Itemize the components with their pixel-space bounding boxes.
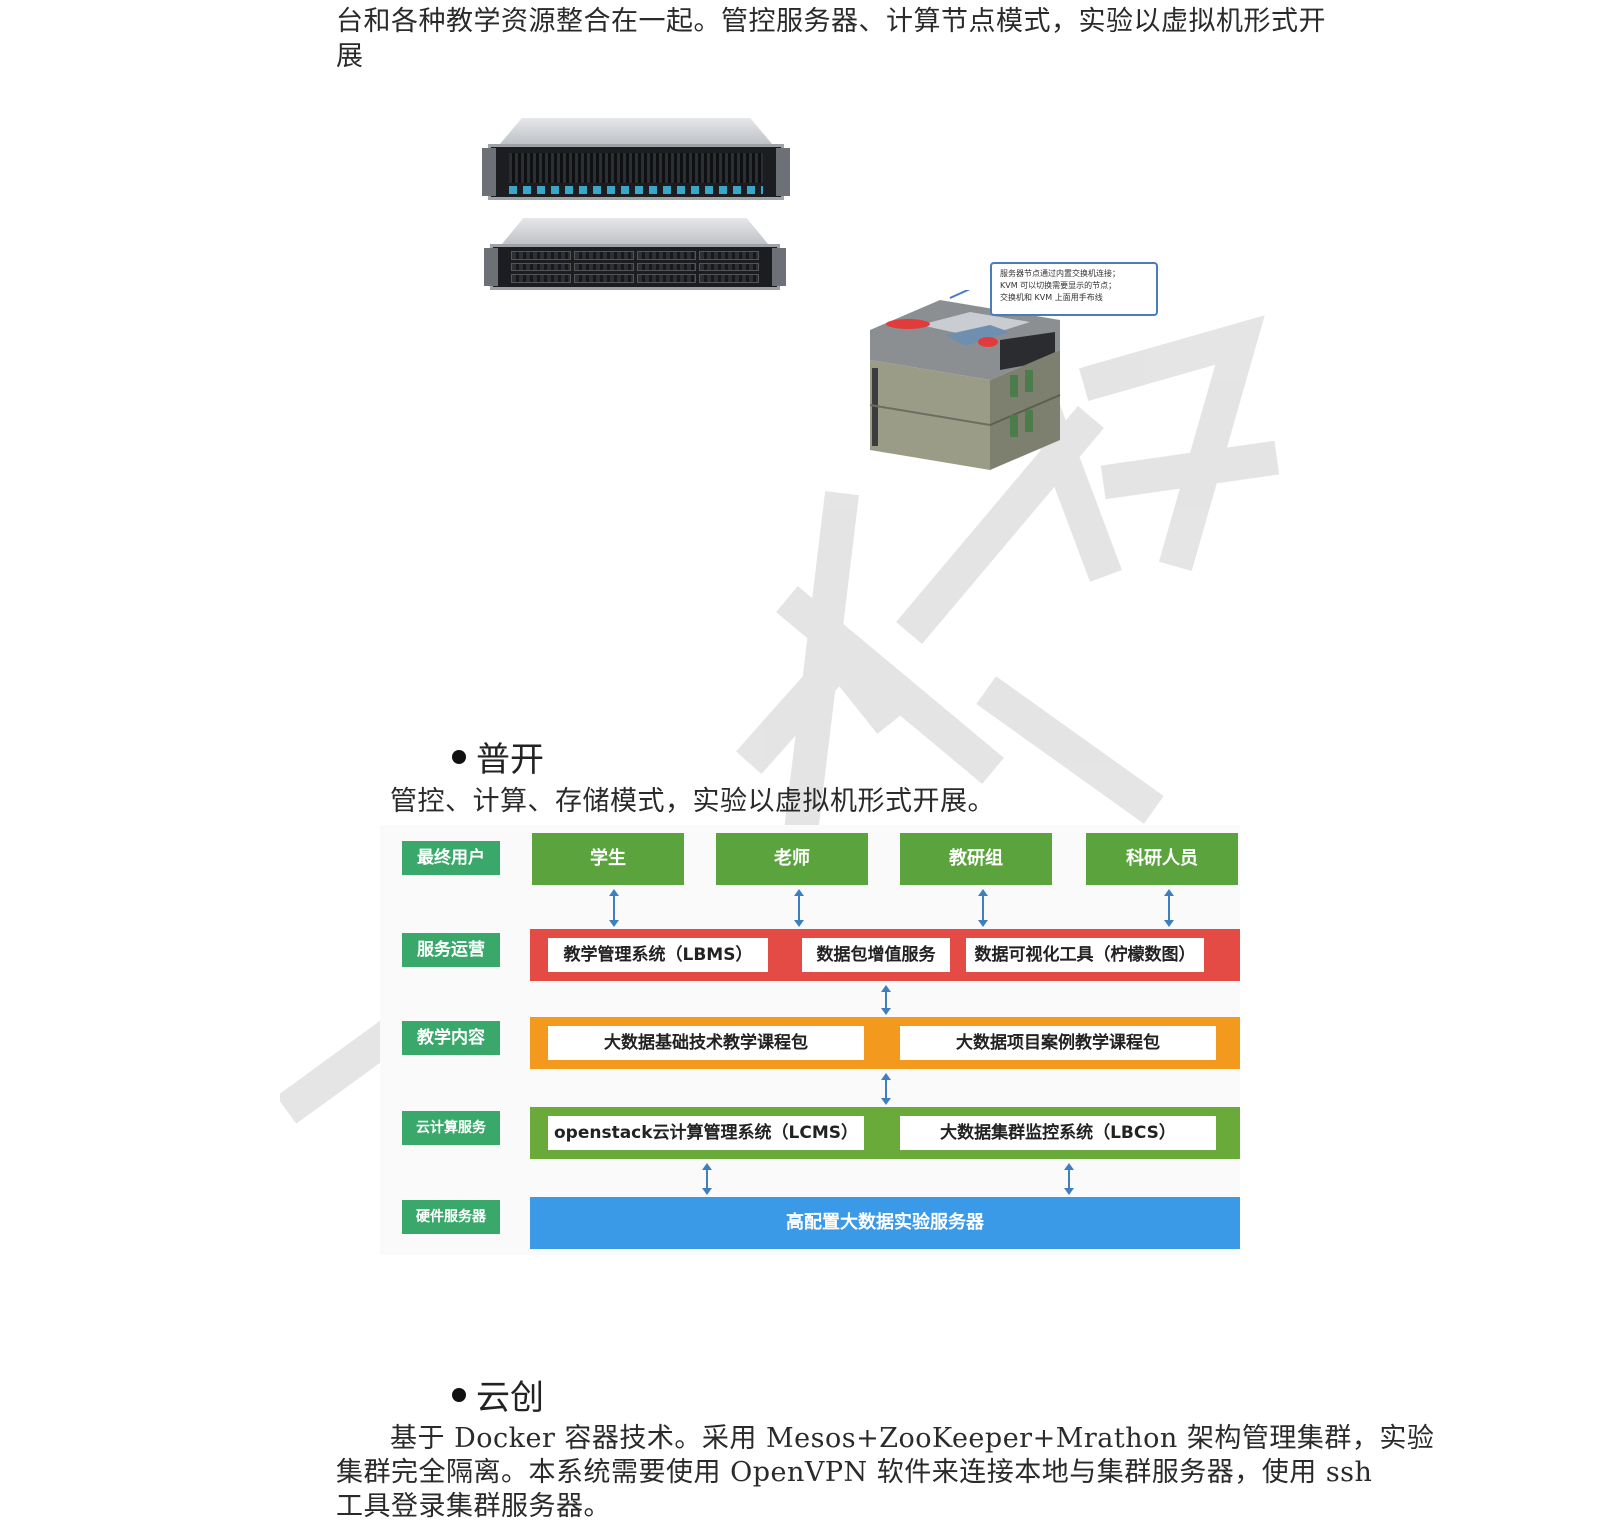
section-heading-yunchuang: 云创 [452, 1370, 544, 1419]
rack-server-image-1 [482, 118, 790, 200]
layer-label-end-users: 最终用户 [402, 841, 500, 875]
arrow-user-research-group [978, 889, 988, 927]
arrow-user-researcher [1164, 889, 1174, 927]
yunchuang-line-3: 工具登录集群服务器。 [336, 1491, 611, 1522]
chassis-image [869, 290, 1061, 470]
box-data-visualization: 数据可视化工具（柠檬数图） [966, 938, 1204, 972]
layer-label-hardware: 硬件服务器 [402, 1200, 500, 1234]
yunchuang-line-1: 基于 Docker 容器技术。采用 Mesos+ZooKeeper+Mratho… [390, 1423, 1435, 1454]
box-data-package-service: 数据包增值服务 [802, 938, 950, 972]
user-box-teacher: 老师 [716, 833, 868, 885]
user-box-student: 学生 [532, 833, 684, 885]
band-service-ops: 教学管理系统（LBMS） 数据包增值服务 数据可视化工具（柠檬数图） [530, 929, 1240, 981]
arrow-content-to-cloud [881, 1073, 891, 1105]
band-teaching-content: 大数据基础技术教学课程包 大数据项目案例教学课程包 [530, 1017, 1240, 1069]
chassis-callout: 服务器节点通过内置交换机连接； KVM 可以切换需要显示的节点； 交换机和 KV… [990, 262, 1158, 316]
section-title-pukai: 普开 [476, 740, 544, 780]
arrow-service-to-content [881, 985, 891, 1015]
yunchuang-line-2: 集群完全隔离。本系统需要使用 OpenVPN 软件来连接本地与集群服务器，使用 … [336, 1457, 1373, 1488]
callout-line-3: 交换机和 KVM 上面用手布线 [1000, 293, 1103, 302]
box-lcms: openstack云计算管理系统（LCMS） [548, 1116, 864, 1150]
box-basic-course-pack: 大数据基础技术教学课程包 [548, 1026, 864, 1060]
callout-line-2: KVM 可以切换需要显示的节点； [1000, 281, 1117, 290]
layer-label-cloud-services: 云计算服务 [402, 1111, 500, 1145]
rack-server-image-2 [484, 218, 786, 290]
intro-line-2: 展 [336, 41, 364, 72]
section-desc-pukai: 管控、计算、存储模式，实验以虚拟机形式开展。 [390, 786, 995, 817]
bullet-icon [452, 749, 466, 764]
arrow-user-student [609, 889, 619, 927]
bullet-icon [452, 1387, 466, 1402]
architecture-diagram: 最终用户 服务运营 教学内容 云计算服务 硬件服务器 学生 老师 教研组 科研人… [380, 825, 1240, 1255]
section-heading-pukai: 普开 [452, 732, 544, 781]
band-cloud-services: openstack云计算管理系统（LCMS） 大数据集群监控系统（LBCS） [530, 1107, 1240, 1159]
box-lbcs: 大数据集群监控系统（LBCS） [900, 1116, 1216, 1150]
callout-line-1: 服务器节点通过内置交换机连接； [1000, 269, 1120, 278]
intro-line-1: 台和各种教学资源整合在一起。管控服务器、计算节点模式，实验以虚拟机形式开 [336, 6, 1326, 37]
user-box-researcher: 科研人员 [1086, 833, 1238, 885]
layer-label-teaching-content: 教学内容 [402, 1021, 500, 1055]
box-project-course-pack: 大数据项目案例教学课程包 [900, 1026, 1216, 1060]
box-lbms: 教学管理系统（LBMS） [548, 938, 768, 972]
arrow-cloud-to-hardware-left [702, 1163, 712, 1195]
arrow-user-teacher [794, 889, 804, 927]
layer-label-service-ops: 服务运营 [402, 933, 500, 967]
band-hardware: 高配置大数据实验服务器 [530, 1197, 1240, 1249]
hardware-label: 高配置大数据实验服务器 [786, 1212, 984, 1233]
section-title-yunchuang: 云创 [476, 1378, 544, 1418]
user-box-research-group: 教研组 [900, 833, 1052, 885]
arrow-cloud-to-hardware-right [1064, 1163, 1074, 1195]
